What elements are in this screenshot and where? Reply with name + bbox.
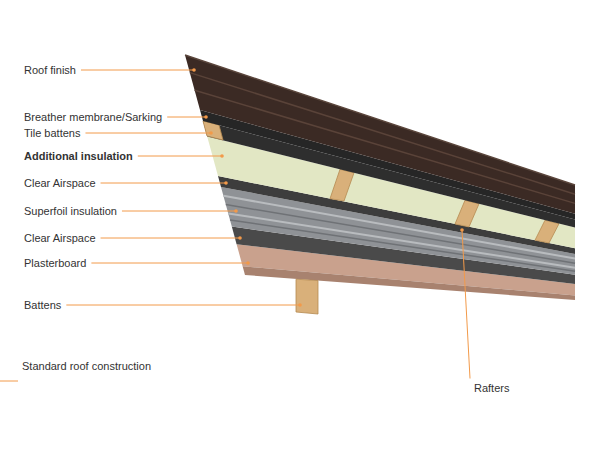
rafter — [535, 220, 559, 243]
leader-line — [0, 381, 18, 382]
leader-line — [66, 305, 300, 306]
leader-dot — [204, 115, 208, 119]
part-label: Tile battens — [24, 127, 80, 140]
leader-dot — [298, 303, 302, 307]
tile-row — [190, 73, 575, 195]
rafter — [330, 169, 354, 201]
leader-line — [85, 133, 211, 134]
batten — [296, 279, 318, 314]
leader-line — [91, 263, 248, 264]
leader-line — [167, 117, 206, 118]
part-label: Roof finish — [24, 64, 76, 77]
tile-edge — [185, 55, 575, 185]
leader-dot — [460, 228, 464, 232]
leader-dot — [234, 209, 238, 213]
part-label: Battens — [24, 299, 61, 312]
part-label: Superfoil insulation — [24, 205, 117, 218]
leader-line — [81, 70, 194, 71]
leader-dot — [220, 154, 224, 158]
leader-dot — [246, 261, 250, 265]
part-label: Clear Airspace — [24, 177, 96, 190]
part-label: Additional insulation — [24, 150, 133, 163]
tile-row — [195, 90, 575, 203]
leader-dot — [192, 68, 196, 72]
part-label: Plasterboard — [24, 257, 86, 270]
leader-line — [122, 211, 236, 212]
roof-tiles — [185, 55, 575, 214]
leader-line — [101, 183, 226, 184]
part-label: Clear Airspace — [24, 232, 96, 245]
rafter — [455, 200, 479, 227]
leader-dot — [209, 131, 213, 135]
part-label: Rafters — [474, 382, 509, 395]
leader-dot — [224, 181, 228, 185]
leader-line — [101, 238, 240, 239]
leader-dot — [238, 236, 242, 240]
leader-line — [138, 156, 222, 157]
leader-line — [462, 230, 470, 379]
caption: Standard roof construction — [22, 360, 151, 373]
part-label: Breather membrane/Sarking — [24, 111, 162, 124]
